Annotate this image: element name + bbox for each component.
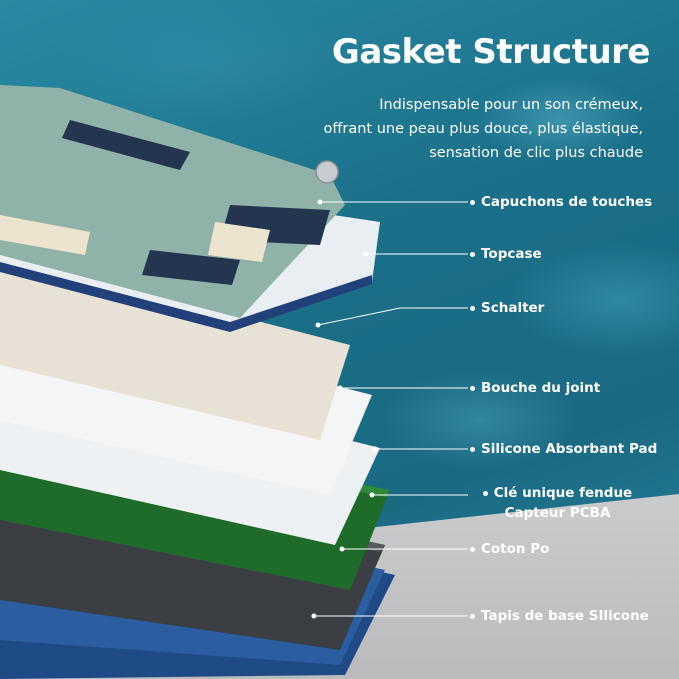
bullet-dot-icon <box>470 199 475 205</box>
bullet-dot-icon <box>470 613 475 619</box>
keycap-layer <box>0 85 345 318</box>
label-switches: Schalter <box>470 298 544 318</box>
label-text: Tapis de base SIlicone <box>481 608 649 624</box>
label-gasket: Bouche du joint <box>470 378 600 398</box>
label-text: Coton Po <box>481 541 550 557</box>
switch-layer <box>0 270 350 440</box>
label-silicone-pad: Silicone Absorbant Pad <box>470 439 657 459</box>
label-text: Clé unique fendue <box>493 485 633 501</box>
label-text: Capuchons de touches <box>481 194 653 210</box>
label-text: Schalter <box>481 300 545 316</box>
subtitle: Indispensable pour un son crémeux, offra… <box>263 93 644 165</box>
bullet-dot-icon <box>470 446 475 452</box>
leader-dots <box>311 199 378 619</box>
label-text: Capteur PCBA <box>504 505 611 521</box>
page-title: Gasket Structure <box>331 32 651 72</box>
subtitle-line: sensation de clic plus chaude <box>429 145 643 161</box>
label-keycaps: Capuchons de touches <box>470 192 652 212</box>
leader-lines <box>314 201 468 617</box>
label-text: Topcase <box>481 246 542 262</box>
label-text: Silicone Absorbant Pad <box>481 441 658 457</box>
label-text: Bouche du joint <box>481 380 601 396</box>
bullet-dot-icon <box>470 251 475 257</box>
label-foam: Coton Po <box>470 539 549 559</box>
bullet-dot-icon <box>470 385 475 391</box>
subtitle-line: Indispensable pour un son crémeux, <box>379 97 643 113</box>
label-base-mat: Tapis de base SIlicone <box>470 606 649 626</box>
bullet-dot-icon <box>482 490 488 496</box>
label-pcba: Clé unique fendue Capteur PCBA <box>470 483 645 523</box>
label-topcase: Topcase <box>470 244 542 264</box>
subtitle-line: offrant une peau plus douce, plus élasti… <box>323 121 644 137</box>
bullet-dot-icon <box>470 305 475 311</box>
bullet-dot-icon <box>470 546 475 552</box>
